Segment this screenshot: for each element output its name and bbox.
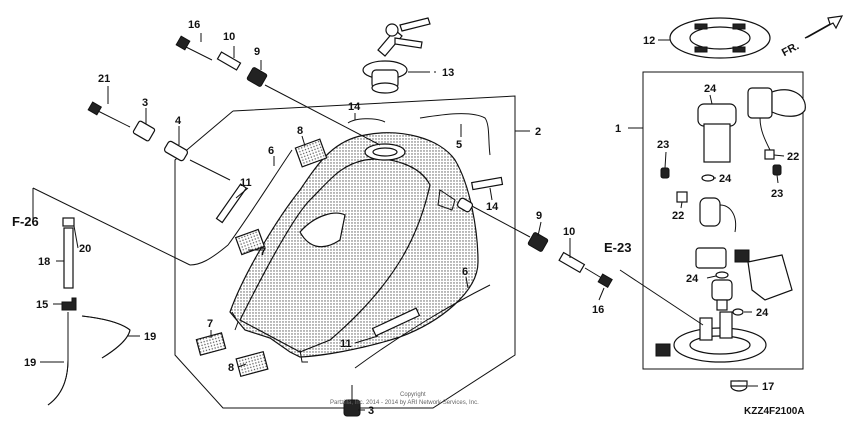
callout-5: 5 [456,139,462,151]
callout-20: 20 [79,243,91,255]
callout-19-left: 19 [24,357,36,369]
seal-strip-6-left [189,149,293,266]
leader-lines [40,33,785,411]
cushion-9-right [527,232,549,252]
hose-18 [63,227,74,289]
callout-24-mid: 24 [719,173,732,185]
diagram-code: KZZ4F2100A [744,406,805,417]
seal-strip-11-left [215,183,248,224]
pad-7-bottom [195,332,227,356]
callout-9-top: 9 [254,46,260,58]
reference-f26: F-26 [12,214,39,229]
callout-4: 4 [175,115,182,127]
callout-1: 1 [615,123,621,135]
callout-3-bottom: 3 [368,405,374,417]
callout-16-top: 16 [188,19,200,31]
retaining-ring-12 [669,17,771,59]
callout-15: 15 [36,299,48,311]
callout-8-bottom: 8 [228,362,234,374]
callout-23-left: 23 [657,139,669,151]
callout-10-top: 10 [223,31,235,43]
callout-21: 21 [98,73,110,85]
callout-14-right: 14 [486,201,499,213]
tank-assembly-outline [174,95,530,409]
callout-9-right: 9 [536,210,542,222]
front-direction-label: FR. [780,40,801,59]
spacer-4 [163,140,189,162]
collar-3-left [132,120,156,142]
collar-10-top [216,51,242,71]
screw-23-a [660,167,670,179]
callout-19-right: 19 [144,331,156,343]
callout-7-bottom: 7 [207,318,213,330]
pump-base-plate [655,311,767,363]
callout-22-left: 22 [672,210,684,222]
seal-strip-5 [419,113,491,156]
callout-23-right: 23 [771,188,783,200]
pad-8-bottom [235,350,269,378]
hose-19-right [81,315,131,359]
callout-11-bottom: 11 [340,338,352,350]
cushion-9-top [246,67,268,87]
callout-24-lower: 24 [686,273,699,285]
callout-16-right: 16 [592,304,604,316]
callout-18: 18 [38,256,50,268]
pad-8-top [294,138,328,168]
seal-strip-6-right [354,284,491,369]
joint-15 [61,297,77,311]
seal-strip-14-top [347,118,386,124]
o-ring-24-b [715,271,729,279]
pump-filter-24 [695,247,750,269]
o-ring-24-c [732,308,744,316]
reference-e23: E-23 [604,240,631,255]
grommet-near-tank [456,197,474,213]
callout-24-top: 24 [704,83,717,95]
callout-10-right: 10 [563,226,575,238]
fuel-pump-assembly-box [628,71,804,370]
bolt-16-right [584,267,613,289]
clip-22-a [676,191,688,203]
pump-regulator [711,279,733,311]
callout-11-left: 11 [240,177,252,189]
callout-22-right: 22 [787,151,799,163]
bolt-16-top [175,35,213,61]
callout-6-right: 6 [462,266,468,278]
fuel-tank [229,132,479,363]
front-direction-arrow [804,15,844,39]
callout-13: 13 [442,67,454,79]
copyright-line-2: Partzilla, Inc. 2014 - 2014 by ARI Netwo… [330,400,479,406]
callout-3-left: 3 [142,97,148,109]
bolt-21 [87,101,131,128]
pump-sender-top-right [747,87,806,151]
seal-strip-11-bottom [371,307,421,337]
fuel-cap-13 [362,17,431,94]
callout-17: 17 [762,381,774,393]
callout-12: 12 [643,35,655,47]
pump-motor [699,197,737,233]
callout-24-bottom: 24 [756,307,769,319]
o-ring-24-a [701,174,715,182]
pump-strainer-24 [747,254,793,301]
copyright-line-1: Copyright [400,392,426,398]
callout-8-top: 8 [297,125,303,137]
callout-14-top: 14 [348,101,361,113]
callout-6-left: 6 [268,145,274,157]
callout-7-left: 7 [260,246,266,258]
pump-module-24-top [697,103,737,163]
clip-22-b [764,149,775,160]
seal-strip-14-right [471,176,504,191]
collar-10-right [558,251,586,274]
screw-23-b [772,164,782,176]
clip-20 [62,217,75,227]
callout-2: 2 [535,126,541,138]
hose-19-left [47,312,69,406]
nut-17 [730,380,748,392]
